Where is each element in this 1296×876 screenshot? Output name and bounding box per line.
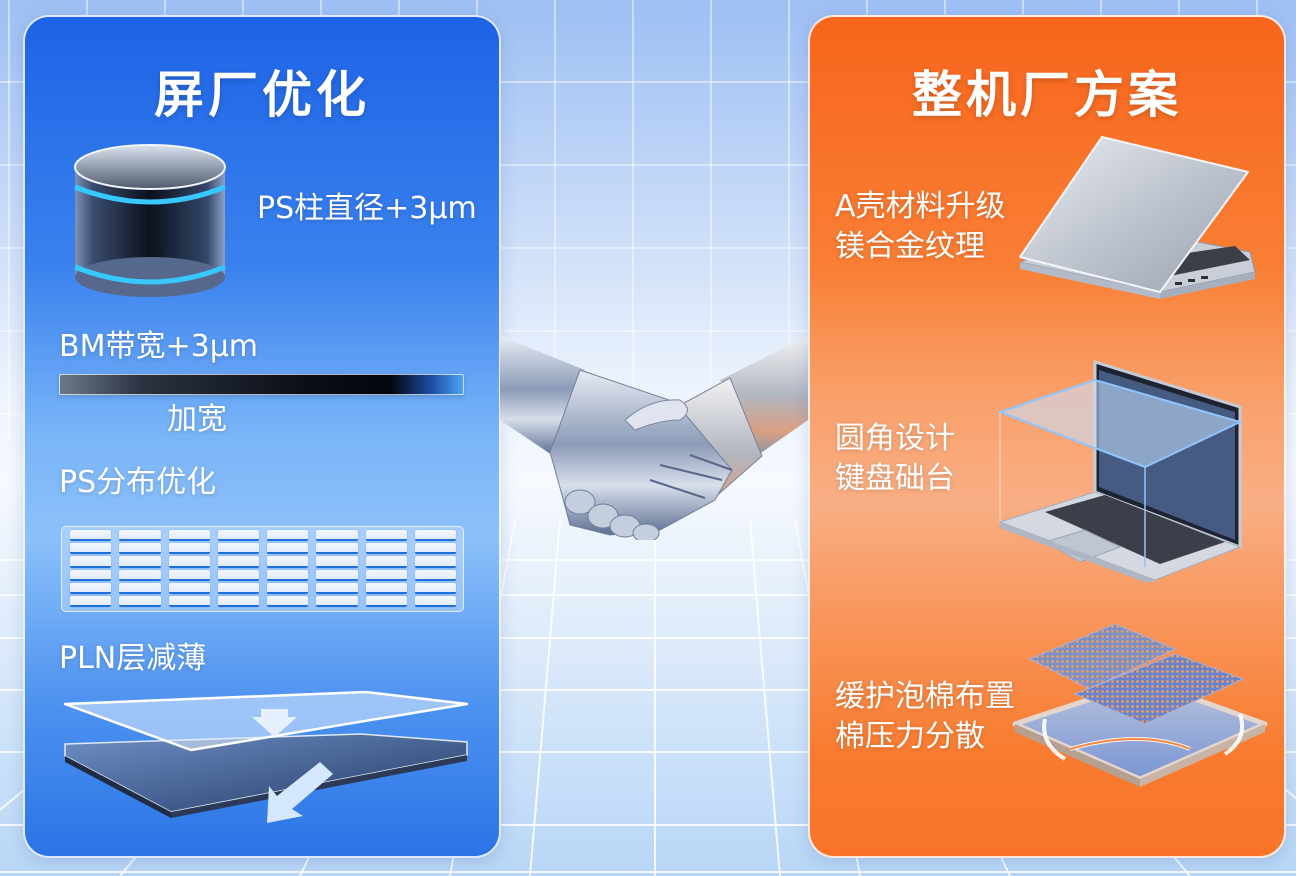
laptop-keyboard-overlay-icon — [995, 352, 1250, 586]
laptop-closed-icon — [1010, 132, 1260, 327]
ps-cell — [168, 543, 210, 555]
label-line: A壳材料升级 — [835, 189, 1006, 224]
label-widened: 加宽 — [167, 402, 227, 437]
ps-cell — [267, 543, 309, 555]
label-line: 棉压力分散 — [835, 719, 985, 754]
ps-cell — [70, 569, 112, 581]
label-ps-distribution: PS分布优化 — [59, 465, 217, 500]
ps-cell — [365, 595, 407, 607]
ps-cell — [217, 530, 259, 542]
ps-cell — [119, 595, 161, 607]
label-line: 键盘础台 — [835, 461, 955, 496]
ps-cell — [267, 582, 309, 594]
label-bm-bandwidth: BM带宽+3μm — [59, 329, 258, 364]
ps-cell — [168, 569, 210, 581]
label-a-shell-upgrade: A壳材料升级 镁合金纹理 — [835, 187, 1006, 267]
ps-cell — [316, 569, 358, 581]
ps-cell — [365, 556, 407, 568]
ps-cell — [119, 569, 161, 581]
ps-cell — [316, 543, 358, 555]
panel-title-screen-factory: 屏厂优化 — [154, 66, 370, 124]
label-rounded-design: 圆角设计 键盘础台 — [835, 419, 955, 499]
label-line: 镁合金纹理 — [835, 229, 985, 264]
ps-cell — [70, 556, 112, 568]
ps-cell — [414, 530, 456, 542]
ps-cell — [365, 582, 407, 594]
ps-cell — [414, 543, 456, 555]
ps-cell — [414, 556, 456, 568]
ps-cell — [365, 569, 407, 581]
ps-cell — [168, 582, 210, 594]
ps-cell — [217, 582, 259, 594]
ps-cell — [168, 595, 210, 607]
panel-title-oem-solution: 整机厂方案 — [912, 66, 1182, 124]
panel-screen-factory: 屏厂优化 PS柱直径+3μm B — [23, 15, 501, 858]
ps-cell — [70, 582, 112, 594]
label-foam-layout: 缓护泡棉布置 棉压力分散 — [835, 677, 1015, 757]
ps-cell — [365, 543, 407, 555]
panel-oem-solution: 整机厂方案 A壳材料升级 镁合金纹理 圆角设计 键盘础台 — [808, 15, 1286, 858]
foam-pads-tray-icon — [1010, 609, 1270, 799]
ps-cell — [316, 530, 358, 542]
ps-cell — [70, 530, 112, 542]
ps-cell — [70, 595, 112, 607]
ps-cell — [70, 543, 112, 555]
black-matrix-bar-icon — [59, 374, 464, 395]
label-ps-pillar-diameter: PS柱直径+3μm — [257, 191, 477, 226]
label-line: 圆角设计 — [835, 421, 955, 456]
label-pln-thinning: PLN层减薄 — [59, 641, 207, 676]
ps-cell — [414, 595, 456, 607]
ps-cell — [119, 543, 161, 555]
ps-cell — [217, 556, 259, 568]
ps-cell — [267, 530, 309, 542]
ps-cell — [217, 595, 259, 607]
ps-cell — [414, 569, 456, 581]
label-line: 缓护泡棉布置 — [835, 679, 1015, 714]
ps-cell — [365, 530, 407, 542]
handshake-icon — [500, 330, 808, 543]
cylinder-pillar-icon — [70, 139, 230, 304]
thinning-layers-icon — [61, 682, 471, 827]
ps-cell — [217, 569, 259, 581]
ps-cell — [267, 595, 309, 607]
ps-cell — [168, 556, 210, 568]
ps-cell — [316, 556, 358, 568]
ps-cell — [316, 595, 358, 607]
ps-cell — [119, 530, 161, 542]
ps-cell — [168, 530, 210, 542]
ps-cell — [414, 582, 456, 594]
ps-cell — [267, 569, 309, 581]
ps-cell — [119, 556, 161, 568]
ps-grid-array-icon — [61, 526, 464, 612]
ps-cell — [119, 582, 161, 594]
ps-cell — [316, 582, 358, 594]
ps-cell — [267, 556, 309, 568]
ps-cell — [217, 543, 259, 555]
